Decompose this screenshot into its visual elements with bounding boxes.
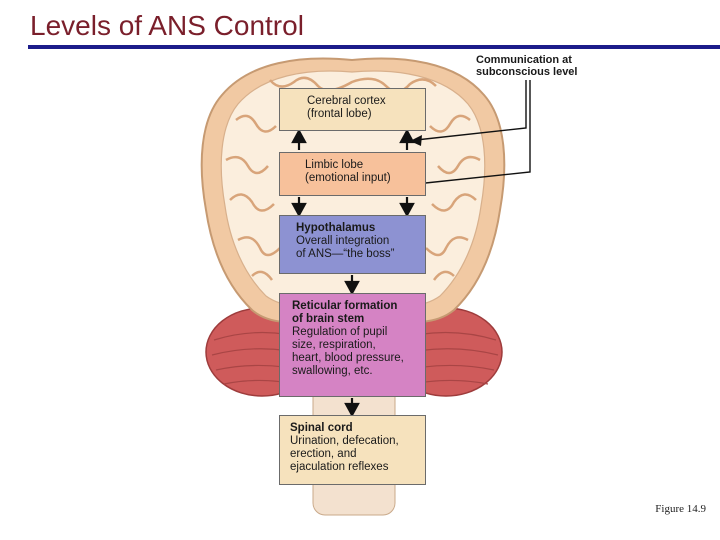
spinal-heading: Spinal cord	[290, 422, 353, 434]
hypothalamus-box: Hypothalamus Overall integration of ANS—…	[279, 215, 426, 274]
reticular-formation-box: Reticular formation of brain stem Regula…	[279, 293, 426, 397]
cortex-line-2: (frontal lobe)	[307, 108, 372, 120]
reticular-heading-2: of brain stem	[292, 313, 365, 325]
hypothalamus-line-1: Overall integration	[296, 235, 390, 247]
hypothalamus-heading: Hypothalamus	[296, 222, 376, 234]
limbic-line-1: Limbic lobe	[305, 159, 364, 171]
reticular-line-1: Regulation of pupil	[292, 326, 388, 338]
title-underline	[28, 45, 720, 49]
reticular-heading-1: Reticular formation	[292, 300, 398, 312]
reticular-line-3: heart, blood pressure,	[292, 352, 404, 364]
annotation-line-1: Communication at	[476, 54, 572, 66]
cortex-line-1: Cerebral cortex	[307, 95, 386, 107]
spinal-line-1: Urination, defecation,	[290, 435, 399, 447]
limbic-line-2: (emotional input)	[305, 172, 391, 184]
pathway-arrows	[291, 128, 415, 418]
annotation-pointer	[415, 80, 531, 185]
subconscious-annotation: Communication at subconscious level	[476, 54, 577, 78]
spinal-line-3: ejaculation reflexes	[290, 461, 389, 473]
annotation-line-2: subconscious level	[476, 66, 578, 78]
reticular-line-4: swallowing, etc.	[292, 365, 373, 377]
spinal-line-2: erection, and	[290, 448, 357, 460]
cerebral-cortex-box: Cerebral cortex (frontal lobe)	[279, 88, 426, 131]
slide-title: Levels of ANS Control	[30, 10, 304, 41]
spinal-cord-box: Spinal cord Urination, defecation, erect…	[279, 415, 426, 485]
hypothalamus-line-2: of ANS—“the boss”	[296, 248, 395, 260]
limbic-lobe-box: Limbic lobe (emotional input)	[279, 152, 426, 196]
reticular-line-2: size, respiration,	[292, 339, 376, 351]
figure-caption: Figure 14.9	[655, 503, 706, 515]
